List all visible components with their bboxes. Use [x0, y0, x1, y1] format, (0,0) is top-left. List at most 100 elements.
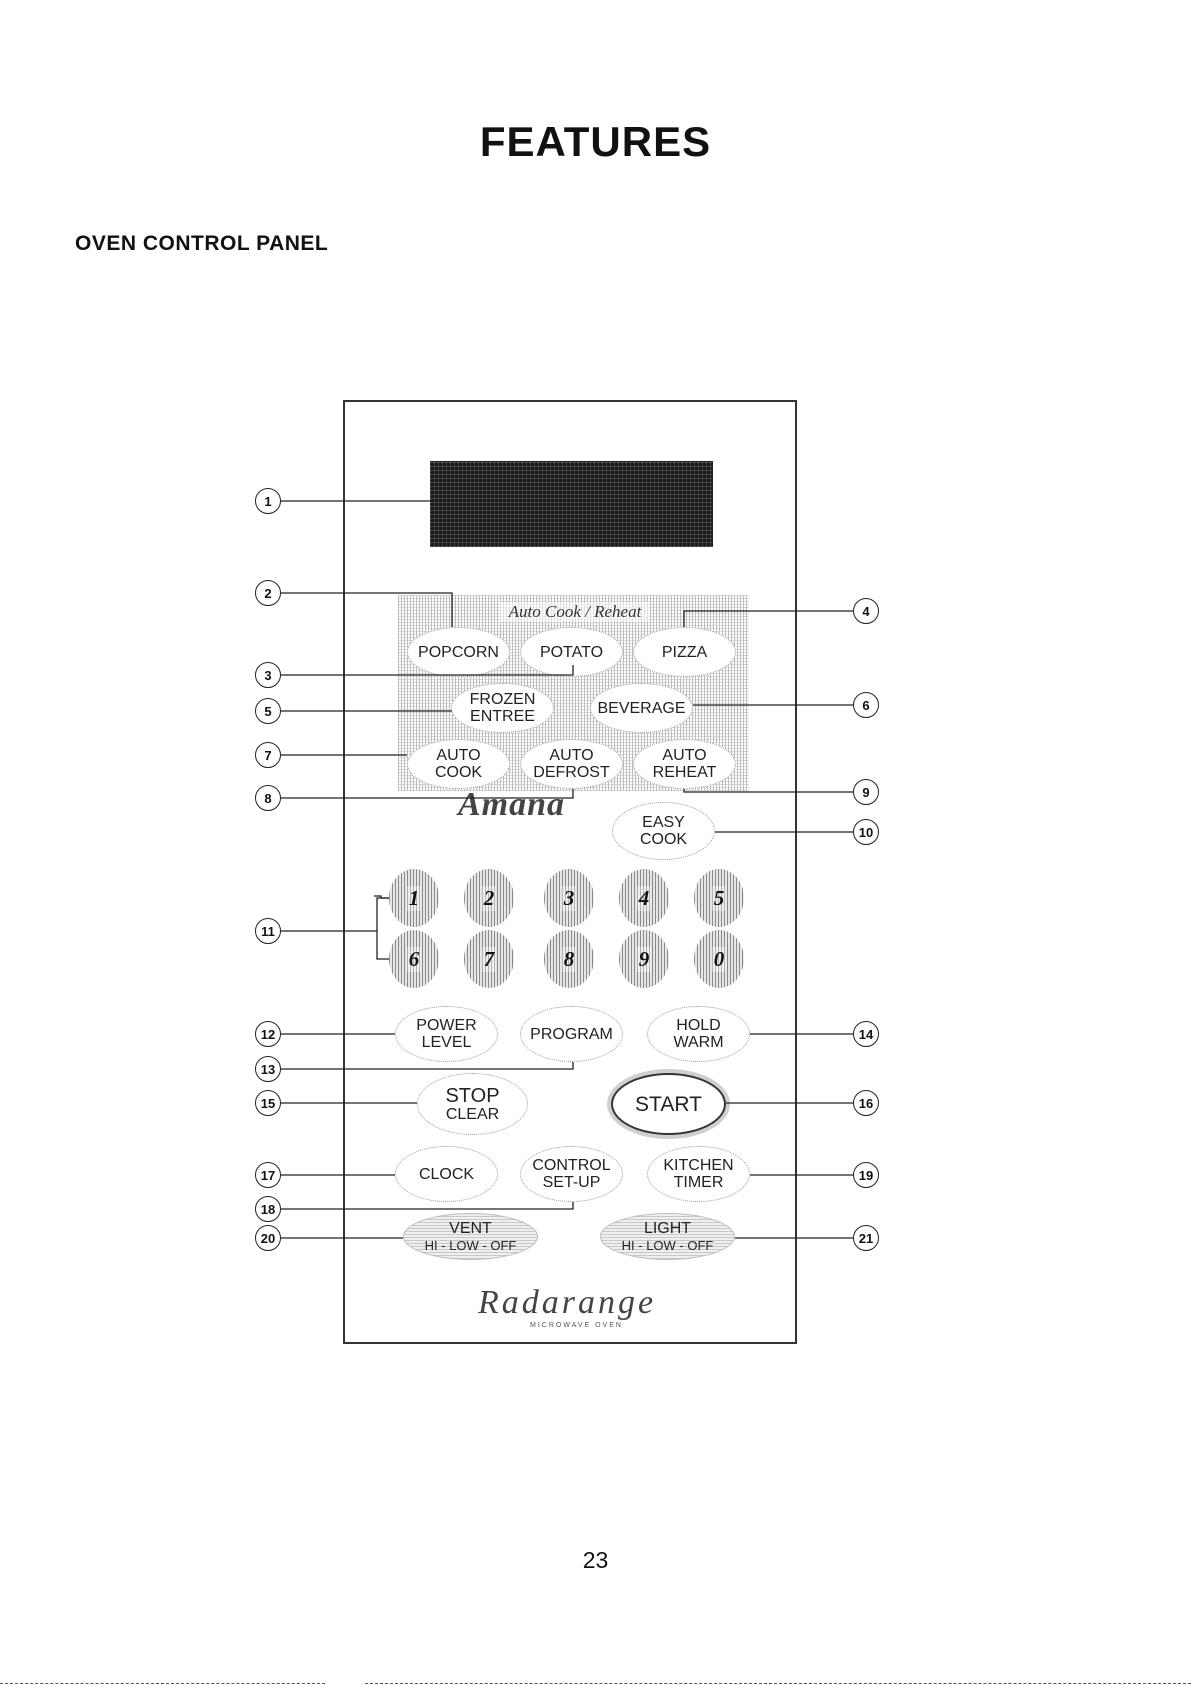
number-key-0[interactable]: 0	[694, 930, 744, 988]
number-key-label: 8	[561, 946, 577, 972]
number-key-8[interactable]: 8	[544, 930, 594, 988]
clock-button[interactable]: CLOCK	[395, 1146, 498, 1202]
level-label: LEVEL	[421, 1034, 472, 1051]
radarange-logo: Radarange	[478, 1284, 657, 1321]
potato-label: POTATO	[539, 643, 604, 661]
callout-12: 12	[255, 1021, 281, 1047]
callout-3: 3	[255, 662, 281, 688]
auto-cook-label-1: AUTO	[436, 747, 481, 764]
number-key-label: 7	[481, 946, 497, 972]
light-label: LIGHT	[643, 1219, 692, 1237]
kitchen-label: KITCHEN	[663, 1157, 734, 1174]
callout-20: 20	[255, 1225, 281, 1251]
clear-label: CLEAR	[445, 1105, 500, 1123]
callout-19: 19	[853, 1162, 879, 1188]
pizza-button[interactable]: PIZZA	[633, 627, 736, 677]
callout-11: 11	[255, 918, 281, 944]
auto-defrost-label-2: DEFROST	[533, 764, 610, 781]
setup-label: SET-UP	[542, 1174, 601, 1191]
number-key-5[interactable]: 5	[694, 869, 744, 927]
vent-label: VENT	[449, 1219, 492, 1237]
callout-13: 13	[255, 1056, 281, 1082]
amana-logo: Amana	[458, 786, 566, 823]
number-key-label: 2	[481, 885, 497, 911]
section-heading: OVEN CONTROL PANEL	[75, 232, 329, 255]
frozen-label: FROZEN	[469, 691, 536, 708]
number-key-label: 5	[711, 885, 727, 911]
number-key-2[interactable]: 2	[464, 869, 514, 927]
callout-14: 14	[853, 1021, 879, 1047]
callout-6: 6	[853, 692, 879, 718]
easy-label: EASY	[642, 814, 685, 831]
page-number: 23	[582, 1547, 609, 1573]
number-key-label: 4	[636, 885, 652, 911]
footer-line-left	[0, 1683, 325, 1684]
entree-label: ENTREE	[470, 708, 535, 725]
number-key-label: 6	[406, 946, 422, 972]
number-key-label: 0	[711, 946, 727, 972]
vent-options-label: HI - LOW - OFF	[424, 1237, 517, 1253]
beverage-button[interactable]: BEVERAGE	[590, 683, 693, 733]
beverage-label: BEVERAGE	[597, 699, 686, 717]
auto-defrost-label-1: AUTO	[549, 747, 594, 764]
light-options-label: HI - LOW - OFF	[621, 1237, 714, 1253]
hold-label: HOLD	[676, 1017, 721, 1034]
callout-17: 17	[255, 1162, 281, 1188]
callout-10: 10	[853, 819, 879, 845]
callout-8: 8	[255, 785, 281, 811]
callout-15: 15	[255, 1090, 281, 1116]
start-label: START	[635, 1092, 702, 1116]
pizza-label: PIZZA	[661, 643, 708, 661]
callout-9: 9	[853, 779, 879, 805]
popcorn-button[interactable]: POPCORN	[407, 627, 510, 677]
stop-label: STOP	[445, 1084, 500, 1107]
microwave-oven-text: MICROWAVE OVEN	[530, 1322, 623, 1329]
callout-16: 16	[853, 1090, 879, 1116]
auto-cook-label-2: COOK	[434, 764, 483, 781]
number-key-4[interactable]: 4	[619, 869, 669, 927]
callout-1: 1	[255, 488, 281, 514]
auto-reheat-label-2: REHEAT	[652, 764, 717, 781]
potato-button[interactable]: POTATO	[520, 627, 623, 677]
timer-label: TIMER	[673, 1174, 724, 1191]
number-key-label: 3	[561, 885, 577, 911]
program-button[interactable]: PROGRAM	[520, 1006, 623, 1062]
page-title: FEATURES	[479, 118, 712, 165]
number-key-label: 1	[406, 885, 422, 911]
callout-21: 21	[853, 1225, 879, 1251]
easy-cook-label: COOK	[639, 831, 688, 848]
footer-line-right	[365, 1683, 1191, 1684]
callout-7: 7	[255, 742, 281, 768]
start-button[interactable]: START	[611, 1073, 726, 1135]
number-key-3[interactable]: 3	[544, 869, 594, 927]
callout-5: 5	[255, 698, 281, 724]
number-key-9[interactable]: 9	[619, 930, 669, 988]
control-label: CONTROL	[532, 1157, 611, 1174]
number-key-7[interactable]: 7	[464, 930, 514, 988]
auto-reheat-label-1: AUTO	[662, 747, 707, 764]
callout-18: 18	[255, 1196, 281, 1222]
number-key-label: 9	[636, 946, 652, 972]
warm-label: WARM	[673, 1034, 724, 1051]
callout-4: 4	[853, 598, 879, 624]
auto-cook-reheat-label: Auto Cook / Reheat	[500, 602, 650, 622]
program-label: PROGRAM	[530, 1025, 613, 1043]
callout-2: 2	[255, 580, 281, 606]
number-key-1[interactable]: 1	[389, 869, 439, 927]
popcorn-label: POPCORN	[418, 643, 499, 661]
clock-label: CLOCK	[418, 1165, 475, 1183]
number-key-6[interactable]: 6	[389, 930, 439, 988]
